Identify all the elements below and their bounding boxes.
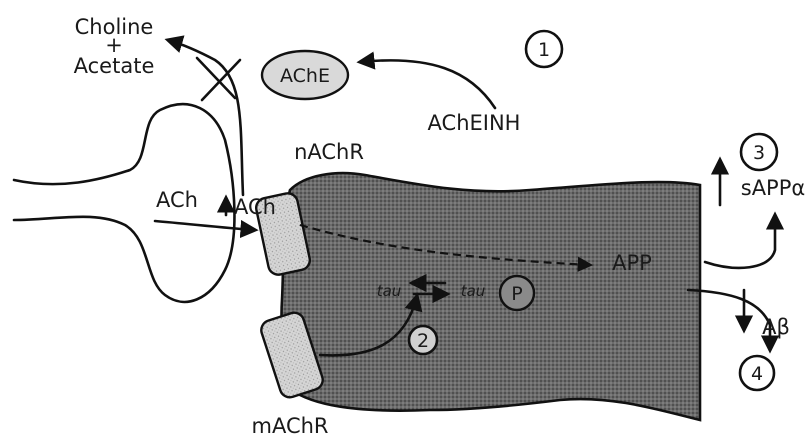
presynaptic-neuron bbox=[14, 104, 234, 302]
step-1-label: 1 bbox=[538, 39, 550, 61]
sapp-label: sAPPα bbox=[741, 176, 805, 200]
app-label: APP bbox=[612, 251, 652, 275]
ache-label: AChE bbox=[280, 65, 330, 87]
acheinh-label: AChEINH bbox=[428, 111, 521, 135]
sapp-arrow bbox=[705, 215, 775, 268]
ach-label: ACh bbox=[156, 188, 198, 212]
nachr-label: nAChR bbox=[294, 140, 364, 164]
increase-ach-label: ACh bbox=[234, 195, 276, 219]
tau-right-label: tau bbox=[461, 282, 486, 300]
acetate-label: Acetate bbox=[74, 54, 155, 78]
step-2-label: 2 bbox=[417, 330, 429, 352]
acheinh-inhibit-arrow bbox=[360, 60, 495, 108]
step-4-label: 4 bbox=[751, 363, 763, 385]
abeta-label: Aβ bbox=[762, 315, 790, 339]
step-3-label: 3 bbox=[753, 142, 765, 164]
tau-left-label: tau bbox=[377, 282, 402, 300]
postsynaptic-cell bbox=[282, 173, 700, 420]
phosphate-label: P bbox=[511, 283, 522, 305]
ach-arrow bbox=[155, 221, 255, 230]
machr-label: mAChR bbox=[251, 414, 328, 438]
